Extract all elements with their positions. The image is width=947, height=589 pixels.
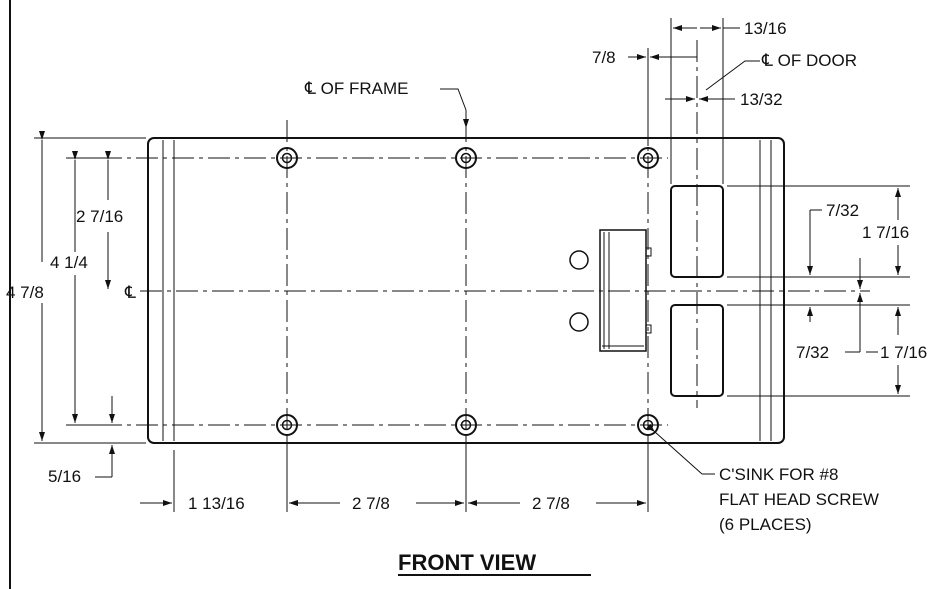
dim-1-7-16-bottom: 1 7/16 xyxy=(880,343,927,362)
dim-7-32-top: 7/32 xyxy=(826,201,859,220)
dim-5-16: 5/16 xyxy=(48,467,81,486)
countersink-hole xyxy=(276,414,298,436)
countersink-holes xyxy=(276,147,659,436)
centerline-symbol-left: ℄ xyxy=(124,283,136,302)
countersink-hole xyxy=(455,147,477,169)
centerline-door-label: ℄ OF DOOR xyxy=(761,51,857,70)
dim-4-1-4: 4 1/4 xyxy=(50,253,88,272)
view-title: FRONT VIEW xyxy=(398,550,536,575)
note-line-1: C'SINK FOR #8 xyxy=(719,465,838,484)
dim-1-7-16-top: 1 7/16 xyxy=(862,223,909,242)
dim-2-7-8-left: 2 7/8 xyxy=(352,494,390,513)
dim-13-16: 13/16 xyxy=(744,19,787,38)
dim-13-32: 13/32 xyxy=(740,90,783,109)
countersink-hole xyxy=(276,147,298,169)
note-line-3: (6 PLACES) xyxy=(719,515,812,534)
dim-2-7-8-right: 2 7/8 xyxy=(532,494,570,513)
dim-1-13-16: 1 13/16 xyxy=(188,494,245,513)
countersink-hole xyxy=(637,147,659,169)
note-line-2: FLAT HEAD SCREW xyxy=(719,490,879,509)
hole-upper xyxy=(569,250,589,270)
dim-4-7-8: 4 7/8 xyxy=(6,283,44,302)
dim-2-7-16: 2 7/16 xyxy=(76,207,123,226)
countersink-hole xyxy=(455,414,477,436)
hole-lower xyxy=(569,312,589,332)
centerline-frame-label: ℄ OF FRAME xyxy=(304,79,408,98)
dim-7-32-bottom: 7/32 xyxy=(796,343,829,362)
dim-7-8: 7/8 xyxy=(592,48,616,67)
